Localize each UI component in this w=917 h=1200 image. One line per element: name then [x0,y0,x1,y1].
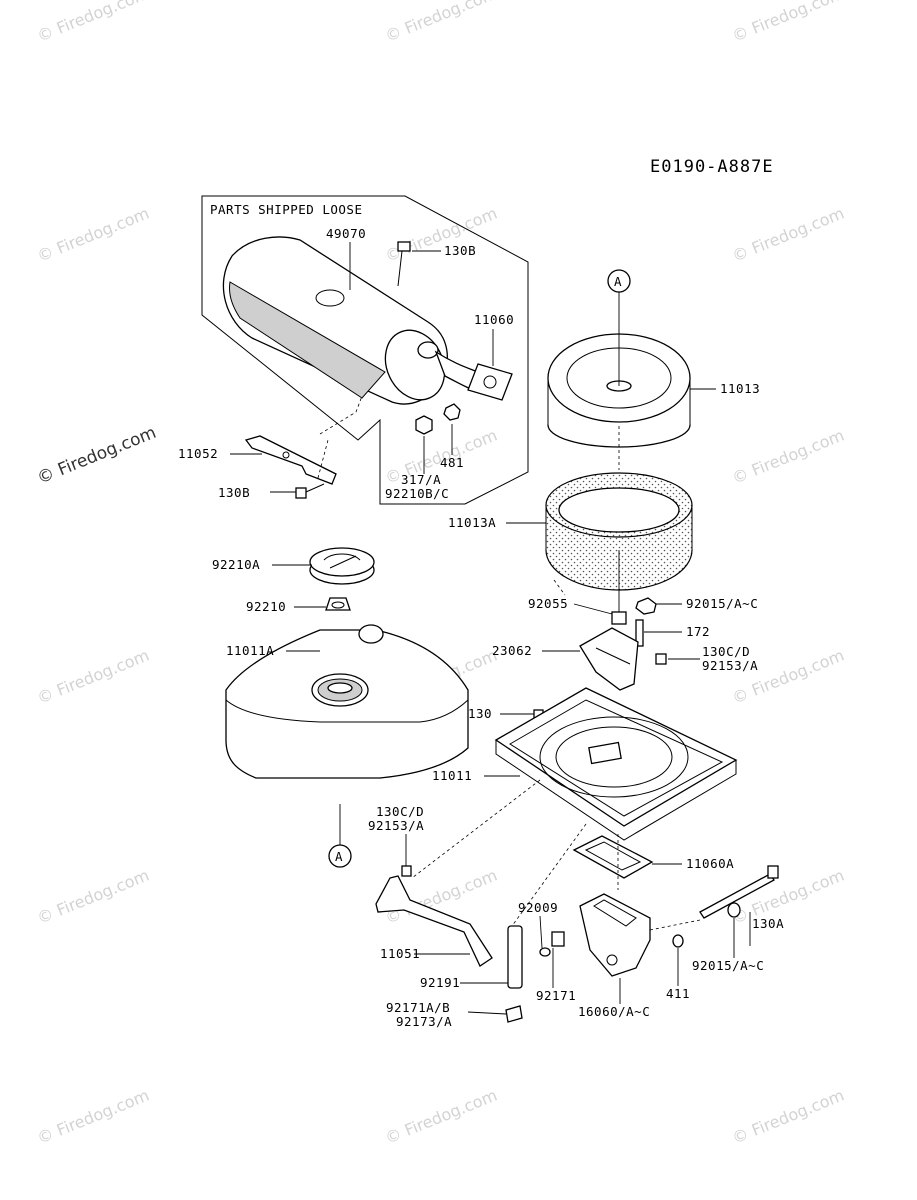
intake-elbow [579,893,651,977]
bolt [401,865,412,877]
watermark: © Firedog.com [34,866,151,928]
part-label: 11011A [226,643,274,658]
part-label: 130C/D [702,644,750,659]
watermark: © Firedog.com [34,646,151,708]
part-label: 92210A [212,557,260,572]
part-label: 49070 [326,226,366,241]
part-label: 11013A [448,515,496,530]
watermark: © Firedog.com [729,204,846,266]
air-cleaner-base [494,687,738,841]
part-label: 92191 [420,975,460,990]
part-label: 11060 [474,312,514,327]
bolt [295,483,325,499]
part-label: 23062 [492,643,532,658]
box-title: PARTS SHIPPED LOOSE [210,202,363,217]
fuel-hose [507,925,523,989]
part-label: 130B [218,485,250,500]
nut [635,597,657,615]
hose-clamp [505,1005,523,1023]
muffler [222,236,492,405]
part-label: 481 [440,455,464,470]
part-label: 92210B/C [385,486,449,501]
watermark: © Firedog.com [34,423,159,489]
part-label: 130A [752,916,784,931]
parts-shipped-loose-box: PARTS SHIPPED LOOSE [201,195,529,505]
fuel-tank [225,624,469,779]
part-label: 16060/A~C [578,1004,650,1019]
nut [415,403,461,435]
part-label: 92015/A~C [692,958,764,973]
part-label: 92210 [246,599,286,614]
fuel-strainer [325,597,351,611]
spacer [611,611,627,625]
leader-lines [230,242,751,1015]
exhaust-gasket [467,363,513,401]
watermark: © Firedog.com [729,0,846,46]
part-label: 11060A [686,856,734,871]
part-label: 130 [468,706,492,721]
watermark: © Firedog.com [729,866,846,928]
washer [672,934,684,948]
bolt [655,653,667,665]
air-cleaner-bracket [579,627,639,691]
tank-bracket [375,875,493,967]
watermark: © Firedog.com [729,426,846,488]
stud [635,619,644,647]
part-labels: 49070 130B 11060 11052 130B 481 317/A 92… [178,226,784,1029]
watermark: © Firedog.com [382,0,499,46]
long-bolt [699,865,779,919]
callout-a-top: A [607,269,631,293]
part-label: 317/A [401,472,441,487]
muffler-bracket [244,435,337,485]
part-label: 172 [686,624,710,639]
watermark: © Firedog.com [382,1086,499,1148]
part-label: 92055 [528,596,568,611]
part-label: 130C/D [376,804,424,819]
callout-a-bottom: A [328,844,352,868]
part-label: 11013 [720,381,760,396]
nut [727,902,741,918]
watermark: © Firedog.com [34,204,151,266]
watermark: © Firedog.com [34,1086,151,1148]
part-label: 130B [444,243,476,258]
watermark: © Firedog.com [382,204,499,266]
part-label: 11052 [178,446,218,461]
callout-label: A [614,274,622,289]
callout-label: A [335,849,343,864]
fuel-cap [309,547,375,585]
part-label: 11051 [380,946,420,961]
part-label: 411 [666,986,690,1001]
part-label: 92153/A [368,818,424,833]
diagram-code: E0190-A887E [650,157,774,177]
base-gasket [572,835,654,879]
part-label: 92173/A [396,1014,452,1029]
bolt [397,241,411,287]
part-label: 92171A/B [386,1000,450,1015]
part-label: 11011 [432,768,472,783]
part-label: 92015/A~C [686,596,758,611]
watermark: © Firedog.com [34,0,151,46]
grommet [539,947,551,957]
watermark: © Firedog.com [729,1086,846,1148]
clip [551,931,565,947]
part-label: 92009 [518,900,558,915]
part-label: 92153/A [702,658,758,673]
part-label: 92171 [536,988,576,1003]
